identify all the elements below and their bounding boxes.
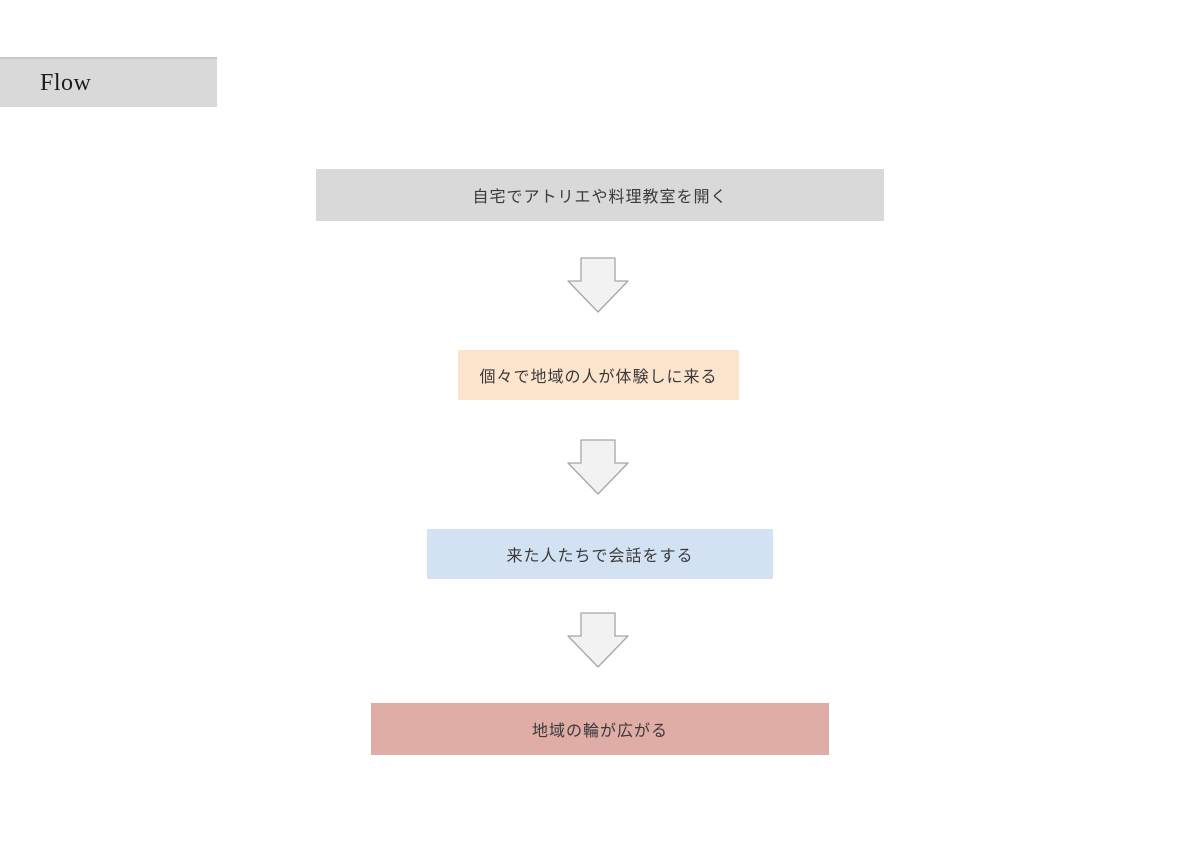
flow-step-2-label: 個々で地域の人が体験しに来る (479, 369, 718, 386)
flow-step-4-label: 地域の輪が広がる (531, 723, 668, 740)
flow-title-box: Flow (0, 57, 217, 107)
down-arrow-icon (567, 439, 629, 495)
down-arrow-icon (567, 257, 629, 313)
flow-step-conversation: 来た人たちで会話をする (427, 529, 773, 579)
flow-step-1-label: 自宅でアトリエや料理教室を開く (472, 189, 728, 206)
flow-step-community-expands: 地域の輪が広がる (371, 703, 829, 755)
flow-step-open-atelier: 自宅でアトリエや料理教室を開く (316, 169, 884, 221)
down-arrow-shape (567, 612, 629, 668)
down-arrow-icon (567, 612, 629, 668)
down-arrow-shape (567, 257, 629, 313)
flow-step-3-label: 来た人たちで会話をする (506, 548, 694, 565)
flow-step-locals-visit: 個々で地域の人が体験しに来る (458, 350, 739, 400)
down-arrow-shape (567, 439, 629, 495)
flow-title-text: Flow (40, 69, 92, 96)
